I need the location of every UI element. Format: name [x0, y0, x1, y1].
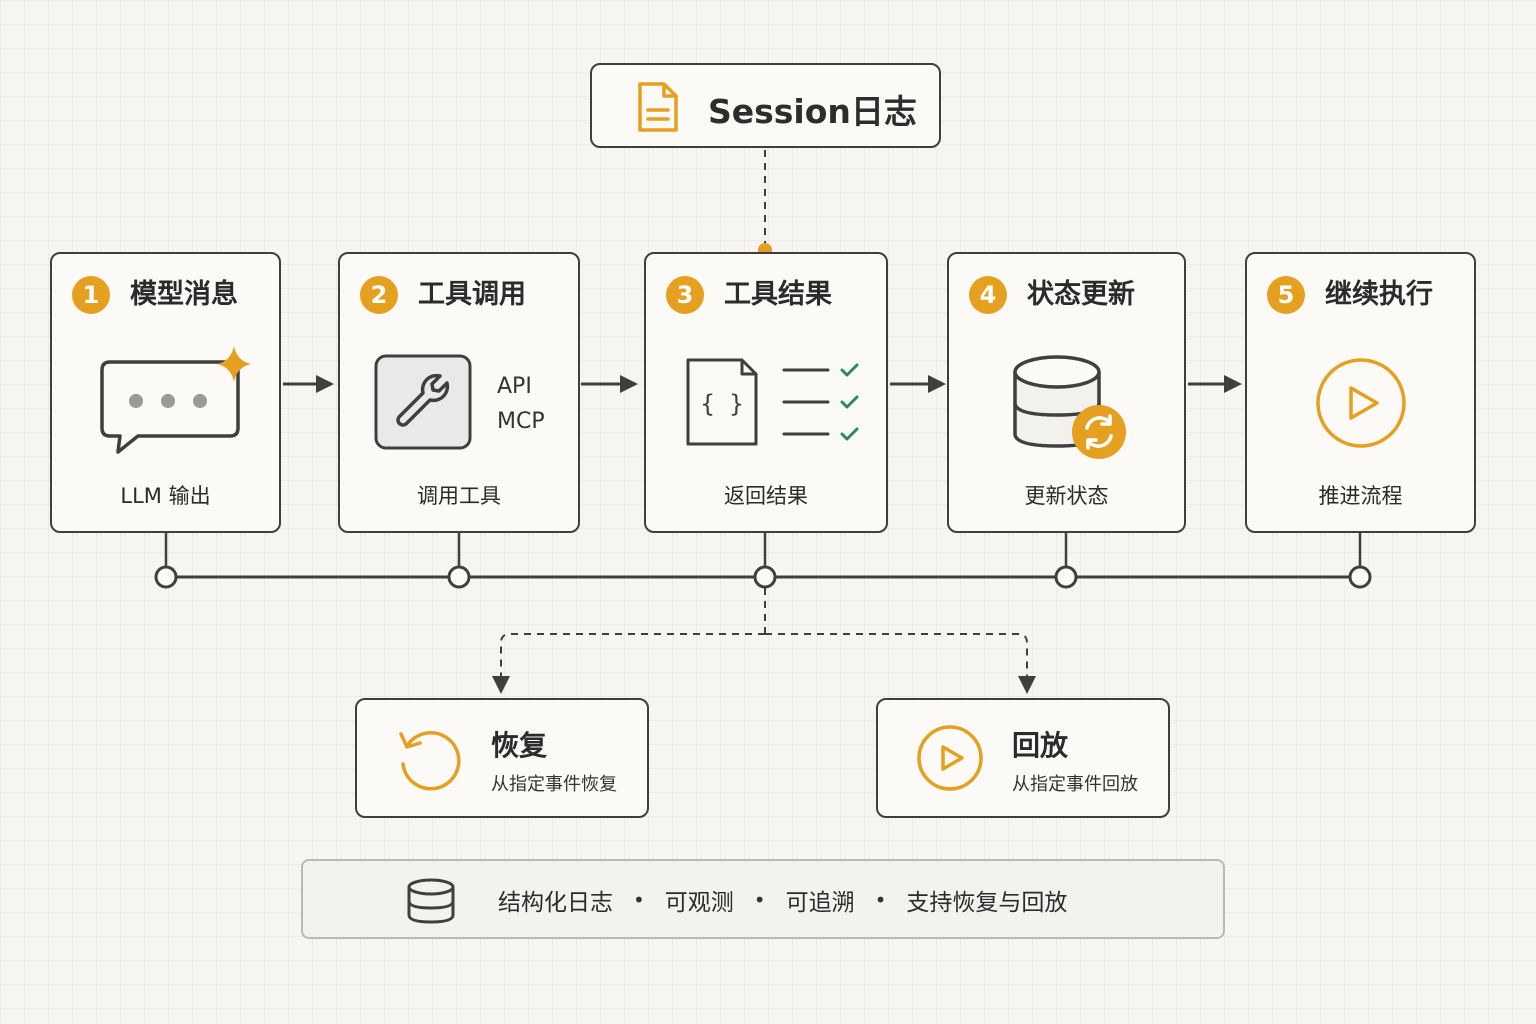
step-card-continue[interactable]: 5 继续执行 推进流程: [1245, 252, 1476, 533]
summary-item: 可追溯: [785, 890, 855, 916]
restore-icon: [393, 722, 465, 798]
restore-action-box[interactable]: 恢复 从指定事件恢复: [355, 698, 649, 818]
step-card-model-message[interactable]: 1 模型消息 LLM 输出: [50, 252, 281, 533]
mcp-label: MCP: [497, 409, 545, 434]
branch-to-replay: [765, 633, 1036, 694]
summary-item: 支持恢复与回放: [906, 890, 1068, 916]
replay-icon: [914, 722, 986, 798]
step-caption: 调用工具: [417, 484, 501, 508]
step-title: 继续执行: [1325, 279, 1433, 310]
step-number-badge: 4: [969, 276, 1007, 314]
session-log-box[interactable]: Session日志: [590, 63, 941, 148]
step-title: 模型消息: [130, 279, 238, 310]
summary-item: 可观测: [664, 890, 734, 916]
timeline-node-2: [447, 565, 471, 589]
summary-separator: •: [874, 888, 887, 912]
session-log-title: Session日志: [708, 92, 917, 131]
step-title: 工具调用: [418, 279, 526, 310]
step-title: 工具结果: [724, 279, 832, 310]
step-title: 状态更新: [1027, 279, 1135, 310]
step-caption: 推进流程: [1318, 484, 1403, 508]
timeline-node-1: [154, 565, 178, 589]
svg-text:{ }: { }: [700, 390, 743, 418]
action-title: 恢复: [491, 729, 548, 762]
action-subtitle: 从指定事件恢复: [491, 774, 617, 795]
step-card-tool-call[interactable]: 2 工具调用 API MCP 调用工具: [338, 252, 580, 533]
api-label: API: [497, 374, 532, 399]
summary-separator: •: [633, 888, 645, 912]
database-icon: [405, 877, 457, 929]
timeline-node-3: [753, 565, 777, 589]
step-number-badge: 5: [1267, 276, 1305, 314]
branch-to-restore: [492, 633, 765, 694]
summary-item: 结构化日志: [498, 890, 613, 916]
step-caption: 返回结果: [724, 484, 808, 508]
summary-bar: 结构化日志 • 可观测 • 可追溯 • 支持恢复与回放: [301, 859, 1225, 939]
replay-action-box[interactable]: 回放 从指定事件回放: [876, 698, 1170, 818]
step-number-badge: 3: [666, 276, 704, 314]
timeline-node-4: [1054, 565, 1078, 589]
document-icon: [636, 80, 680, 138]
step-number-badge: 1: [72, 276, 110, 314]
chat-sparkle-icon: [96, 344, 256, 460]
summary-separator: •: [753, 888, 766, 912]
step-caption: LLM 输出: [120, 484, 211, 508]
step-number-badge: 2: [360, 276, 398, 314]
step-caption: 更新状态: [1024, 484, 1109, 508]
database-sync-icon: [1011, 352, 1131, 466]
timeline-node-5: [1348, 565, 1372, 589]
action-title: 回放: [1012, 729, 1069, 762]
step-card-state-update[interactable]: 4 状态更新 更新状态: [947, 252, 1186, 533]
json-checklist-icon: { }: [682, 354, 866, 454]
summary-text: 结构化日志 • 可观测 • 可追溯 • 支持恢复与回放: [498, 883, 1067, 917]
step-card-tool-result[interactable]: 3 工具结果 { } 返回结果: [644, 252, 888, 533]
action-subtitle: 从指定事件回放: [1012, 774, 1138, 795]
wrench-icon: [374, 354, 472, 454]
play-circle-icon: [1314, 356, 1408, 454]
